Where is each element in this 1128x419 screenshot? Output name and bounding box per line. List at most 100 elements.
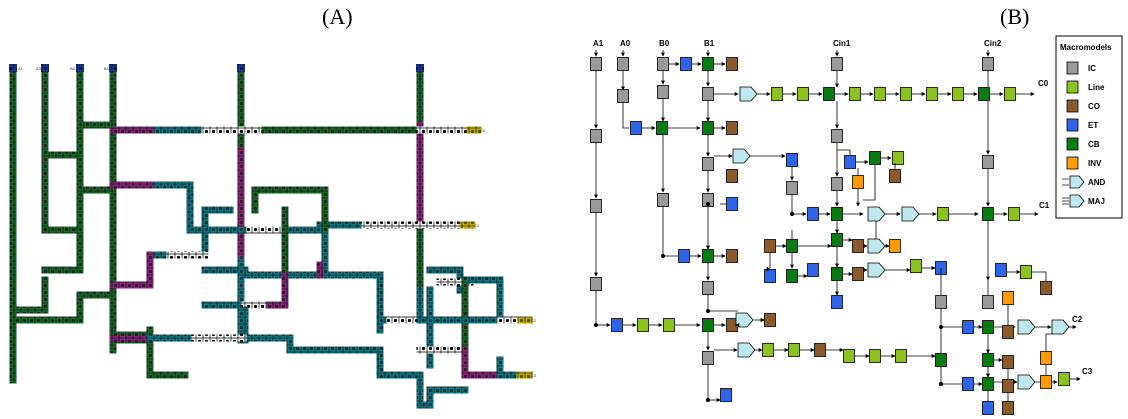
cb-block bbox=[982, 320, 994, 334]
qca-wire-segment bbox=[41, 64, 49, 184]
qca-wire-segment bbox=[416, 64, 424, 129]
line-block bbox=[895, 349, 907, 363]
junction-dot bbox=[939, 382, 943, 386]
ic-block bbox=[982, 295, 994, 309]
junction-dot bbox=[939, 325, 943, 329]
ic-block bbox=[831, 57, 843, 71]
qca-wire-segment bbox=[416, 121, 424, 234]
inv-block bbox=[1040, 375, 1052, 389]
qca-wire-segment bbox=[376, 371, 424, 379]
input-label: B1 bbox=[704, 39, 715, 48]
ic-block bbox=[590, 199, 602, 213]
ic-block bbox=[982, 155, 994, 169]
qca-wire-segment bbox=[461, 346, 469, 379]
qca-wire-segment bbox=[186, 226, 209, 234]
qca-wire-segment bbox=[459, 221, 476, 229]
qca-wire-segment bbox=[241, 301, 274, 309]
qca-wire-segment bbox=[76, 64, 84, 259]
cb-block bbox=[702, 57, 714, 71]
legend-label: MAJ bbox=[1088, 197, 1105, 206]
cb-block bbox=[831, 267, 843, 281]
line-block bbox=[1004, 87, 1016, 101]
qca-wire-segment bbox=[146, 371, 189, 379]
line-block bbox=[937, 207, 949, 221]
qca-wire-segment bbox=[416, 316, 524, 324]
cb-block bbox=[702, 121, 714, 135]
qca-wire-segment bbox=[41, 276, 49, 314]
wire bbox=[662, 207, 678, 257]
qca-wire-segment bbox=[416, 401, 434, 409]
qca-wire-segment bbox=[201, 226, 254, 234]
qca-wire-segment bbox=[109, 126, 154, 134]
ic-block bbox=[831, 177, 843, 191]
input-pad bbox=[76, 64, 84, 72]
qca-wire-segment bbox=[426, 346, 464, 354]
layout-label: C0 bbox=[480, 128, 486, 133]
et-legend-swatch bbox=[1066, 118, 1079, 132]
layout-label: A0 bbox=[36, 66, 42, 71]
cb-block bbox=[982, 207, 994, 221]
qca-wire-segment bbox=[426, 266, 464, 274]
qca-wire-segment bbox=[9, 64, 17, 384]
line-block bbox=[892, 151, 904, 165]
ic-block bbox=[617, 57, 629, 71]
qca-wire-segment bbox=[266, 301, 289, 309]
line-block bbox=[788, 343, 800, 357]
input-label: A0 bbox=[620, 39, 631, 48]
et-block bbox=[831, 295, 843, 309]
qca-wire-segment bbox=[246, 334, 294, 342]
qca-wire-segment bbox=[416, 126, 474, 134]
cb-block bbox=[831, 207, 843, 221]
co-block bbox=[764, 239, 776, 253]
input-label: Cin1 bbox=[833, 39, 851, 48]
qca-wire-segment bbox=[261, 126, 424, 134]
et-block bbox=[844, 155, 856, 169]
legend-label: CO bbox=[1088, 102, 1100, 111]
co-block bbox=[726, 249, 738, 263]
co-block bbox=[726, 169, 738, 183]
qca-wire-segment bbox=[109, 181, 154, 189]
input-pad bbox=[9, 64, 17, 72]
qca-wire-segment bbox=[356, 271, 384, 279]
and-legend-swatch bbox=[1069, 175, 1085, 189]
junction-dot bbox=[706, 202, 710, 206]
junction-dot bbox=[661, 254, 665, 258]
et-block bbox=[807, 263, 819, 277]
input-pad bbox=[109, 64, 117, 72]
et-block bbox=[764, 269, 776, 283]
qca-wire-segment bbox=[201, 206, 234, 214]
inv-block bbox=[852, 175, 864, 189]
qca-wire-segment bbox=[496, 316, 524, 324]
co-block bbox=[852, 239, 864, 253]
cb-block bbox=[982, 377, 994, 391]
line-block bbox=[797, 87, 809, 101]
qca-wire-segment bbox=[201, 301, 249, 309]
et-block bbox=[726, 197, 738, 211]
layout-label: C2 bbox=[531, 318, 537, 323]
legend-label: AND bbox=[1088, 178, 1106, 187]
layout-label: A1 bbox=[18, 66, 24, 71]
gate-block bbox=[735, 312, 754, 328]
et-block bbox=[982, 401, 994, 415]
qca-wire-segment bbox=[76, 251, 84, 274]
line-block bbox=[843, 349, 855, 363]
co-block bbox=[726, 57, 738, 71]
inv-block bbox=[889, 239, 901, 253]
cb-block bbox=[869, 151, 881, 165]
ic-block bbox=[590, 277, 602, 291]
ic-block bbox=[702, 281, 714, 295]
line-block bbox=[663, 318, 675, 332]
et-block bbox=[611, 318, 623, 332]
cb-block bbox=[786, 239, 798, 253]
line-block bbox=[1058, 372, 1070, 386]
qca-wire-segment bbox=[281, 206, 289, 284]
qca-wire-segment bbox=[201, 206, 209, 259]
qca-wire-segment bbox=[76, 121, 117, 129]
maj-legend-swatch bbox=[1069, 194, 1085, 208]
gate-block bbox=[1051, 319, 1070, 335]
ic-block bbox=[935, 295, 947, 309]
ic-block bbox=[657, 57, 669, 71]
qca-wire-segment bbox=[41, 226, 84, 234]
line-block bbox=[849, 87, 861, 101]
